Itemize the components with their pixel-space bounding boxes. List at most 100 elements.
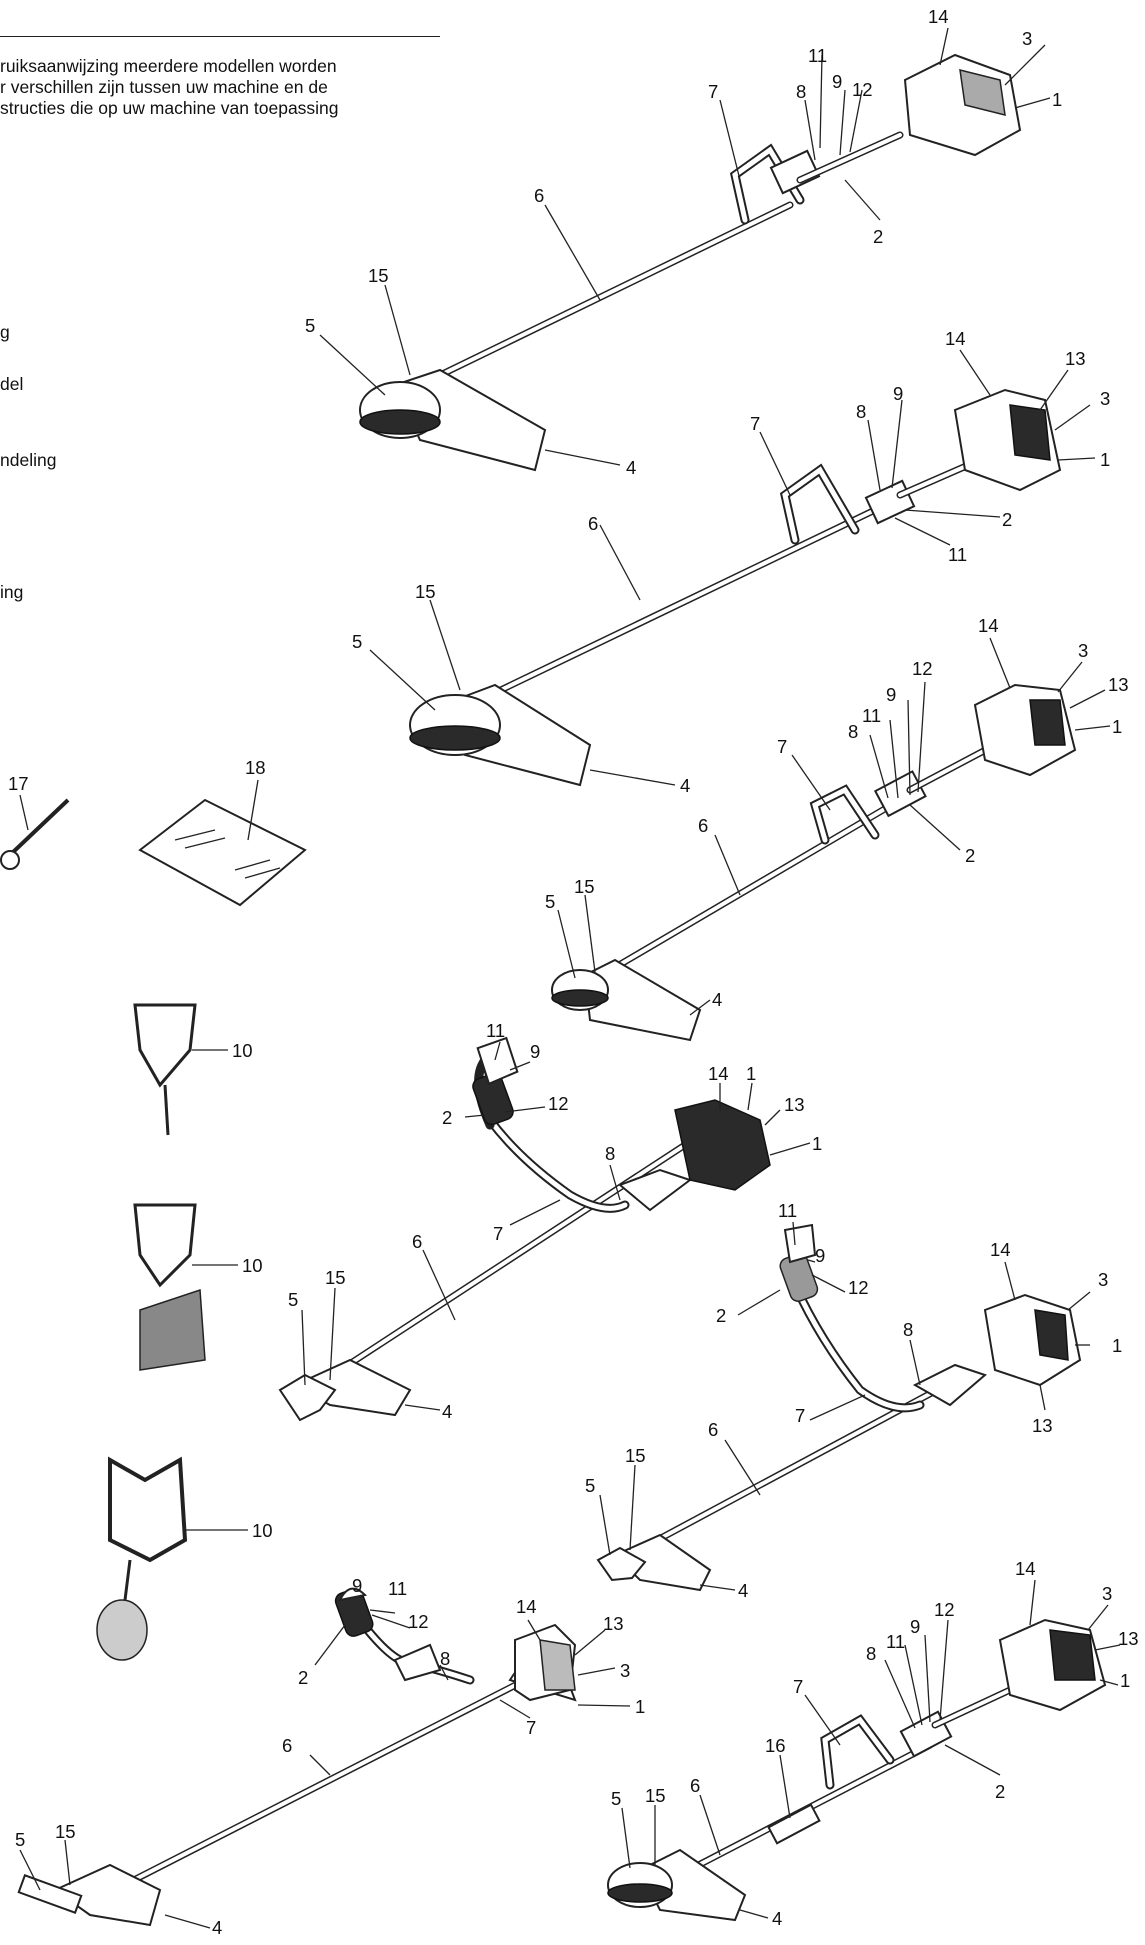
manual-icon: 18 (138, 757, 307, 907)
part-label: 12 (934, 1599, 955, 1620)
full-harness-icon: 10 (96, 1456, 273, 1661)
trimmer-model-1: 14 3 1 11 9 12 8 7 2 6 15 5 4 (305, 6, 1062, 478)
part-label: 6 (282, 1735, 292, 1756)
sidebar-fragment: del (0, 374, 24, 394)
part-label: 2 (298, 1667, 308, 1688)
part-label: 8 (903, 1319, 913, 1340)
part-label: 5 (352, 631, 362, 652)
part-label: 9 (815, 1245, 825, 1266)
part-label: 14 (945, 328, 966, 349)
part-label: 14 (516, 1596, 537, 1617)
part-label: 6 (708, 1419, 718, 1440)
part-label: 12 (548, 1093, 569, 1114)
part-label: 1 (1112, 716, 1122, 737)
part-label: 2 (995, 1781, 1005, 1802)
part-label: 8 (866, 1643, 876, 1664)
intro-line: r verschillen zijn tussen uw machine en … (0, 77, 328, 97)
part-label: 10 (232, 1040, 253, 1061)
part-label: 11 (808, 45, 827, 66)
padded-harness-icon: 10 (133, 1203, 263, 1371)
intro-line: structies die op uw machine van toepassi… (0, 98, 339, 118)
part-label: 2 (1002, 509, 1012, 530)
brushcutter-model-5: 11 9 2 12 14 3 1 13 8 7 6 15 5 4 (585, 1200, 1122, 1601)
part-label: 8 (440, 1648, 450, 1669)
part-label: 14 (990, 1239, 1011, 1260)
part-label: 5 (15, 1829, 25, 1850)
part-label: 13 (1108, 674, 1129, 695)
header-rule (0, 36, 440, 37)
part-label: 1 (1112, 1335, 1122, 1356)
part-label: 7 (493, 1223, 503, 1244)
part-label: 15 (55, 1821, 76, 1842)
intro-text: ruiksaanwijzing meerdere modellen worden… (0, 56, 440, 119)
part-label: 3 (1098, 1269, 1108, 1290)
part-label: 11 (778, 1200, 797, 1221)
part-label: 4 (712, 989, 722, 1010)
part-label: 4 (626, 457, 636, 478)
part-label: 15 (574, 876, 595, 897)
wrench-icon: 17 (0, 773, 70, 870)
part-label: 10 (242, 1255, 263, 1276)
part-label: 1 (1052, 89, 1062, 110)
part-label: 1 (746, 1063, 756, 1084)
part-label: 1 (1100, 449, 1110, 470)
part-label: 12 (848, 1277, 869, 1298)
part-label: 13 (603, 1613, 624, 1634)
part-label: 3 (1022, 28, 1032, 49)
part-label: 18 (245, 757, 266, 778)
part-label: 2 (716, 1305, 726, 1326)
part-label: 13 (1065, 348, 1086, 369)
single-strap-harness-icon: 10 (133, 1003, 253, 1136)
part-label: 7 (777, 736, 787, 757)
part-label: 3 (620, 1660, 630, 1681)
part-label: 8 (796, 81, 806, 102)
part-label: 3 (1102, 1583, 1112, 1604)
part-label: 11 (388, 1578, 407, 1599)
part-label: 15 (645, 1785, 666, 1806)
part-label: 11 (862, 705, 881, 726)
part-label: 9 (352, 1575, 362, 1596)
part-label: 14 (928, 6, 949, 27)
part-label: 15 (325, 1267, 346, 1288)
part-label: 7 (795, 1405, 805, 1426)
sidebar-fragment: g (0, 322, 10, 342)
part-label: 1 (812, 1133, 822, 1154)
part-label: 5 (305, 315, 315, 336)
part-label: 9 (530, 1041, 540, 1062)
part-label: 11 (886, 1631, 905, 1652)
part-label: 7 (750, 413, 760, 434)
intro-line: ruiksaanwijzing meerdere modellen worden (0, 56, 337, 76)
part-label: 12 (912, 658, 933, 679)
part-label: 14 (978, 615, 999, 636)
part-label: 3 (1078, 640, 1088, 661)
part-label: 4 (442, 1401, 452, 1422)
part-label: 4 (772, 1908, 782, 1929)
part-label: 14 (708, 1063, 729, 1084)
part-label: 11 (486, 1020, 505, 1041)
part-label: 9 (893, 383, 903, 404)
sidebar-fragment: ing (0, 582, 24, 602)
part-label: 6 (698, 815, 708, 836)
part-label: 14 (1015, 1558, 1036, 1579)
part-label: 2 (965, 845, 975, 866)
part-label: 15 (625, 1445, 646, 1466)
part-label: 6 (412, 1231, 422, 1252)
part-label: 2 (442, 1107, 452, 1128)
part-label: 3 (1100, 388, 1110, 409)
part-label: 12 (408, 1611, 429, 1632)
part-label: 8 (848, 721, 858, 742)
part-label: 4 (680, 775, 690, 796)
brushcutter-model-6: 9 11 12 2 14 13 3 1 8 7 6 5 15 4 (15, 1575, 645, 1938)
part-label: 7 (793, 1676, 803, 1697)
part-label: 5 (585, 1475, 595, 1496)
part-label: 8 (605, 1143, 615, 1164)
brushcutter-model-4: 11 9 2 12 14 1 13 1 8 7 6 15 5 4 (278, 1020, 822, 1422)
part-label: 2 (873, 226, 883, 247)
part-label: 4 (738, 1580, 748, 1601)
part-label: 9 (886, 684, 896, 705)
part-label: 7 (526, 1717, 536, 1738)
part-label: 4 (212, 1917, 222, 1938)
part-label: 6 (690, 1775, 700, 1796)
part-label: 5 (545, 891, 555, 912)
